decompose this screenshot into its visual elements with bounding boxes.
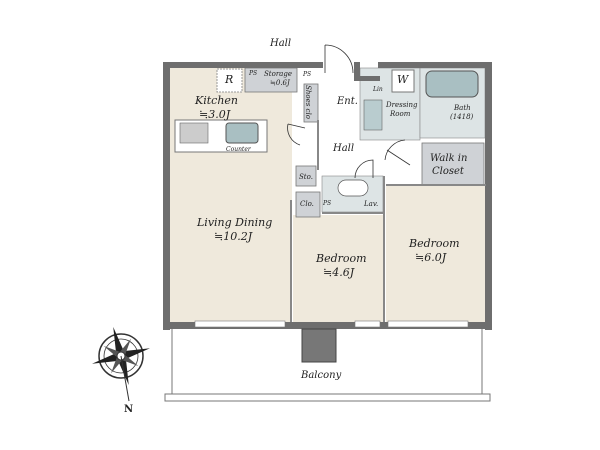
bedroom-area-label: ≒6.0J <box>415 251 447 264</box>
walk-in-closet-label-2: Closet <box>432 166 464 177</box>
walk-in-closet-label: Walk in <box>430 153 468 164</box>
clo-block <box>295 191 321 218</box>
dressing-sink <box>363 99 383 131</box>
stove <box>179 122 209 144</box>
dressing-room-label: Dressing <box>386 101 418 109</box>
interior-walls <box>290 120 486 322</box>
storage-block <box>244 67 298 93</box>
balcony-label: Balcony <box>301 370 342 381</box>
ps-label: PS <box>303 71 312 78</box>
linen-label: Lin <box>373 86 383 93</box>
walls <box>163 62 492 330</box>
fridge-label: R <box>225 73 234 86</box>
bedroom-label: Bedroom <box>409 237 460 250</box>
counter-label: Counter <box>226 146 251 153</box>
kitchen-label: Kitchen <box>195 94 238 107</box>
toilet <box>337 179 369 197</box>
bedroom-small-floor <box>293 215 383 322</box>
lavatory-label: Lav. <box>364 200 379 208</box>
windows <box>194 320 469 328</box>
shoes-closet-label: Shoes clo <box>303 85 312 119</box>
compass-icon <box>92 327 150 402</box>
bedroom-label: Bedroom <box>316 252 367 265</box>
dressing-room-label-2: Room <box>390 110 411 118</box>
washer-space <box>391 69 415 93</box>
living-kitchen-floor <box>170 68 292 322</box>
ps-label: PS <box>323 200 332 207</box>
shoes-closet-block <box>303 83 319 123</box>
living-dining-label: Living Dining <box>197 216 273 229</box>
storage-area-label: ≒0.6J <box>270 79 290 87</box>
hall-label: Hall <box>333 143 355 154</box>
kitchen-area-label: ≒3.0J <box>199 108 231 121</box>
living-dining-area-label: ≒10.2J <box>214 230 253 243</box>
sto-label: Sto. <box>299 173 313 181</box>
fridge-space <box>216 68 243 93</box>
balcony-railing <box>164 393 491 402</box>
bath-label: Bath <box>454 104 471 112</box>
north-label: N <box>124 404 134 415</box>
storage-label: Storage <box>264 70 292 78</box>
entrance-label: Ent. <box>337 96 358 107</box>
bath-size-label: (1418) <box>450 113 474 121</box>
sto-block <box>295 165 317 187</box>
bathtub <box>425 70 479 98</box>
clo-label: Clo. <box>300 200 314 208</box>
bedroom-large-floor <box>386 185 486 322</box>
hall-top-label: Hall <box>270 38 292 49</box>
bedroom-area-label: ≒4.6J <box>323 266 355 279</box>
balcony-pillar <box>301 328 337 363</box>
washer-label: W <box>397 73 409 86</box>
doors <box>287 44 411 179</box>
ps-label: PS <box>249 70 258 77</box>
kitchen-sink <box>225 122 259 144</box>
